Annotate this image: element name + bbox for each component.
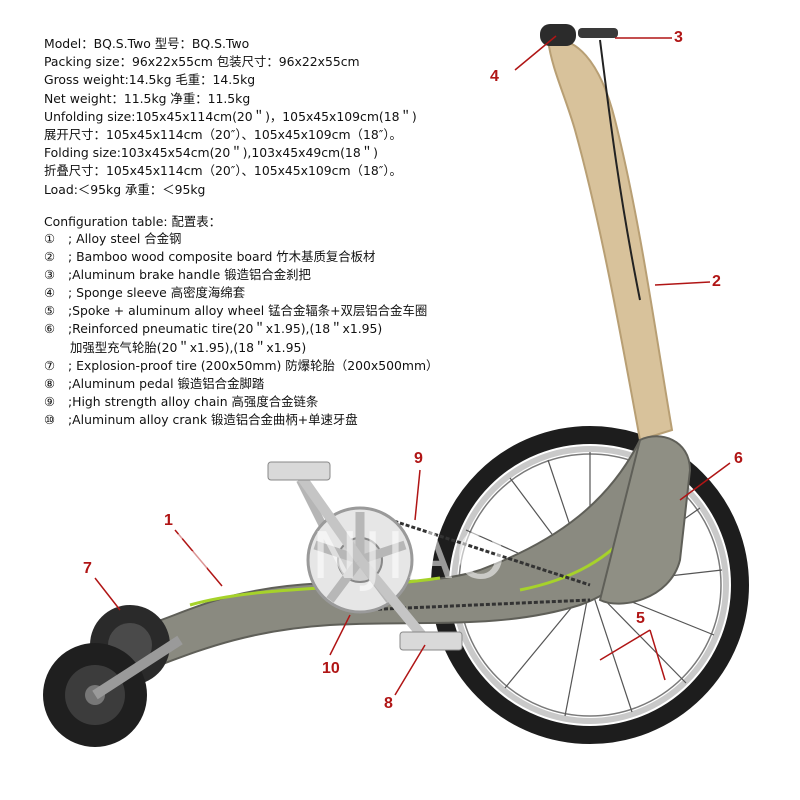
- config-row: ⑥ ;Reinforced pneumatic tire(20＂x1.95),(1…: [44, 320, 524, 338]
- wheel-axle: [92, 635, 183, 700]
- spec-unfolding-size: Unfolding size:105x45x114cm(20＂)，105x45x…: [44, 108, 417, 124]
- callout-1: 1: [164, 512, 173, 529]
- config-num: ⑤: [44, 303, 56, 319]
- config-text: 加强型充气轮胎(20＂x1.95),(18＂x1.95): [70, 339, 307, 355]
- config-row: ⑤ ;Spoke + aluminum alloy wheel 锰合金辐条+双层铝…: [44, 302, 524, 320]
- callout-7: 7: [83, 560, 92, 577]
- spec-load: Load:＜95kg 承重：＜95kg: [44, 181, 206, 197]
- config-row-continuation: 加强型充气轮胎(20＂x1.95),(18＂x1.95): [44, 339, 524, 357]
- config-title: Configuration table: 配置表：: [44, 214, 222, 229]
- pedal-top: [267, 461, 331, 481]
- config-num: ④: [44, 285, 56, 301]
- config-text: ;Reinforced pneumatic tire(20＂x1.95),(18…: [68, 321, 383, 337]
- config-num: ⑩: [44, 411, 56, 427]
- spec-gross-weight: Gross weight:14.5kg 毛重：14.5kg: [44, 72, 256, 88]
- callout-8: 8: [384, 695, 393, 712]
- config-text: ; Bamboo wood composite board 竹木基质复合板材: [68, 249, 376, 265]
- config-row: ⑧ ;Aluminum pedal 锻造铝合金脚踏: [44, 375, 524, 393]
- config-row: ④ ; Sponge sleeve 高密度海绵套: [44, 284, 524, 302]
- spec-list: Model：BQ.S.Two 型号：BQ.S.Two Packing size：…: [44, 35, 514, 199]
- spec-net-weight: Net weight：11.5kg 净重：11.5kg: [44, 90, 251, 106]
- callout-lines: [94, 35, 731, 696]
- rear-fork: [598, 435, 692, 605]
- crank-arm: [295, 472, 434, 649]
- config-text: ;Aluminum pedal 锻造铝合金脚踏: [68, 375, 265, 391]
- config-text: ; Sponge sleeve 高密度海绵套: [68, 285, 246, 301]
- spec-folding-size: Folding size:103x45x54cm(20＂),103x45x49c…: [44, 145, 378, 161]
- config-num: ③: [44, 267, 56, 283]
- config-num: ⑦: [44, 357, 56, 373]
- grip-sleeve: [540, 24, 576, 46]
- config-num: ②: [44, 249, 56, 265]
- config-row: ② ; Bamboo wood composite board 竹木基质复合板材: [44, 248, 524, 266]
- config-row: ③ ;Aluminum brake handle 锻造铝合金刹把: [44, 266, 524, 284]
- config-num: ①: [44, 231, 56, 246]
- config-text: ;Spoke + aluminum alloy wheel 锰合金辐条+双层铝合…: [68, 303, 428, 319]
- watermark: SHENJIAO: [170, 520, 510, 594]
- callout-3: 3: [674, 29, 683, 46]
- config-text: ;High strength alloy chain 高强度合金链条: [68, 393, 319, 409]
- config-num: ⑥: [44, 321, 56, 337]
- config-num: ⑨: [44, 393, 56, 409]
- brake-handle: [578, 28, 618, 38]
- callout-4: 4: [490, 68, 499, 85]
- callout-9: 9: [414, 450, 423, 467]
- spec-unfolding-size-cn: 展开尺寸：105x45x114cm（20″）、105x45x109cm（18″）…: [44, 127, 402, 143]
- config-table: ① ; Alloy steel 合金钢 ② ; Bamboo wood compos…: [44, 230, 524, 429]
- config-row: ⑩ ;Aluminum alloy crank 锻造铝合金曲柄+单速牙盘: [44, 411, 524, 429]
- callout-2: 2: [712, 273, 721, 290]
- config-num: ⑧: [44, 375, 56, 391]
- config-row: ① ; Alloy steel 合金钢: [44, 230, 524, 248]
- callout-5: 5: [636, 610, 645, 627]
- config-text: ; Explosion-proof tire (200x50mm) 防爆轮胎（2…: [68, 357, 439, 373]
- config-text: ; Alloy steel 合金钢: [68, 231, 182, 246]
- spec-model: Model：BQ.S.Two 型号：BQ.S.Two: [44, 36, 250, 51]
- callout-6: 6: [734, 450, 743, 467]
- spec-folding-size-cn: 折叠尺寸：105x45x114cm（20″）、105x45x109cm（18″）…: [44, 163, 402, 179]
- callout-10: 10: [322, 660, 340, 677]
- config-row: ⑦ ; Explosion-proof tire (200x50mm) 防爆轮胎（…: [44, 357, 524, 375]
- pedal-bottom: [399, 631, 463, 651]
- config-row: ⑨ ;High strength alloy chain 高强度合金链条: [44, 393, 524, 411]
- wooden-handlebar-stem: [546, 38, 674, 442]
- config-text: ;Aluminum alloy crank 锻造铝合金曲柄+单速牙盘: [68, 411, 358, 427]
- config-text: ;Aluminum brake handle 锻造铝合金刹把: [68, 267, 311, 283]
- spec-packing-size: Packing size：96x22x55cm 包装尺寸：96x22x55cm: [44, 54, 360, 70]
